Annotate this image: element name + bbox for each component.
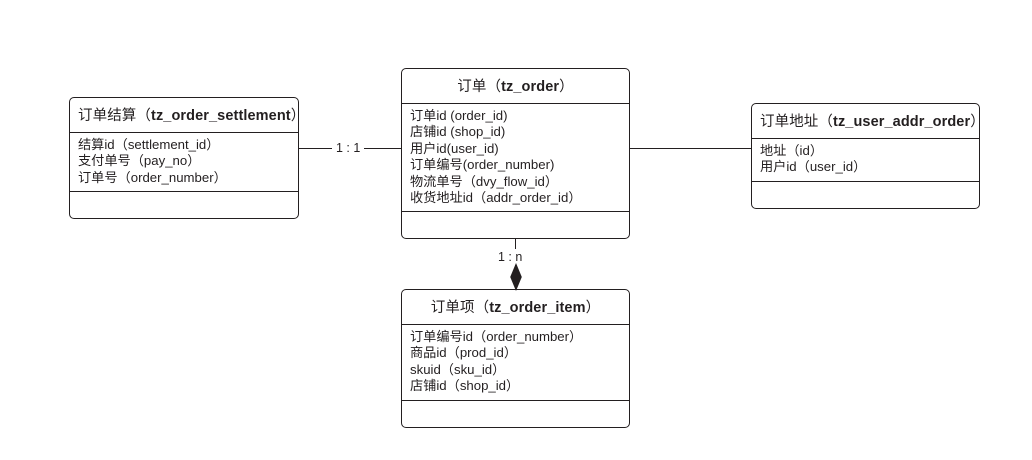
attribute-row: 用户id(user_id): [410, 140, 499, 156]
entity-title-order-item: 订单项（tz_order_item）: [402, 290, 629, 325]
paren-close: ）: [559, 79, 574, 95]
entity-attrs-order-settlement: 结算id（settlement_id） 支付单号（pay_no） 订单号（ord…: [70, 133, 298, 193]
entity-cn-name: 订单: [457, 79, 487, 95]
entity-table-name: tz_order_item: [489, 300, 586, 316]
entity-order[interactable]: 订单（tz_order） 订单id (order_id) 店铺id (shop_…: [401, 68, 630, 240]
edge-order-address: [630, 148, 751, 149]
entity-footer-order-settlement: [70, 192, 298, 218]
attribute-row: 支付单号（pay_no）: [78, 153, 201, 169]
entity-title-user-addr-order: 订单地址（tz_user_addr_order）: [752, 104, 985, 139]
attribute-row: 订单id (order_id): [410, 108, 508, 123]
entity-cn-name: 订单项: [430, 300, 475, 316]
entity-footer-user-addr-order: [752, 182, 979, 208]
attribute-row: 店铺id（shop_id）: [410, 378, 520, 394]
entity-attrs-order: 订单id (order_id) 店铺id (shop_id) 用户id(user…: [402, 104, 629, 213]
attribute-row: 结算id（settlement_id）: [78, 137, 220, 152]
entity-attrs-user-addr-order: 地址（id） 用户id（user_id）: [752, 139, 979, 182]
paren-close: ）: [290, 108, 306, 124]
entity-title-order-settlement: 订单结算（tz_order_settlement）: [70, 98, 305, 133]
attribute-row: 商品id（prod_id）: [410, 345, 518, 361]
composition-diamond-icon: [510, 263, 522, 291]
entity-cn-name: 订单地址: [760, 114, 819, 130]
paren-open: （: [486, 79, 502, 95]
paren-close: ）: [585, 300, 601, 316]
attribute-row: 地址（id）: [760, 143, 824, 158]
entity-footer-order-item: [402, 401, 629, 427]
entity-order-settlement[interactable]: 订单结算（tz_order_settlement） 结算id（settlemen…: [69, 97, 305, 220]
paren-open: （: [474, 300, 490, 316]
edge-label-order-item: 1 : n: [494, 249, 527, 265]
entity-order-item[interactable]: 订单项（tz_order_item） 订单编号id（order_number） …: [401, 289, 630, 428]
attribute-row: 订单编号id（order_number）: [410, 329, 583, 344]
attribute-row: 收货地址id（addr_order_id）: [410, 190, 582, 206]
attribute-row: skuid（sku_id）: [410, 361, 506, 377]
entity-footer-order: [402, 212, 629, 238]
entity-table-name: tz_order: [501, 79, 560, 95]
attribute-row: 用户id（user_id）: [760, 159, 867, 175]
entity-title-order: 订单（tz_order）: [402, 69, 629, 104]
entity-cn-name: 订单结算: [78, 108, 137, 124]
attribute-row: 订单编号(order_number): [410, 157, 555, 173]
paren-close: ）: [970, 114, 985, 130]
entity-user-addr-order[interactable]: 订单地址（tz_user_addr_order） 地址（id） 用户id（use…: [751, 103, 985, 209]
edge-label-settlement-order: 1 : 1: [332, 140, 365, 156]
entity-table-name: tz_order_settlement: [151, 108, 291, 124]
entity-attrs-order-item: 订单编号id（order_number） 商品id（prod_id） skuid…: [402, 325, 629, 401]
paren-open: （: [136, 108, 152, 124]
attribute-row: 订单号（order_number）: [78, 169, 227, 185]
attribute-row: 物流单号（dvy_flow_id）: [410, 173, 559, 189]
attribute-row: 店铺id (shop_id): [410, 124, 506, 140]
paren-open: （: [818, 114, 834, 130]
entity-table-name: tz_user_addr_order: [833, 114, 971, 130]
